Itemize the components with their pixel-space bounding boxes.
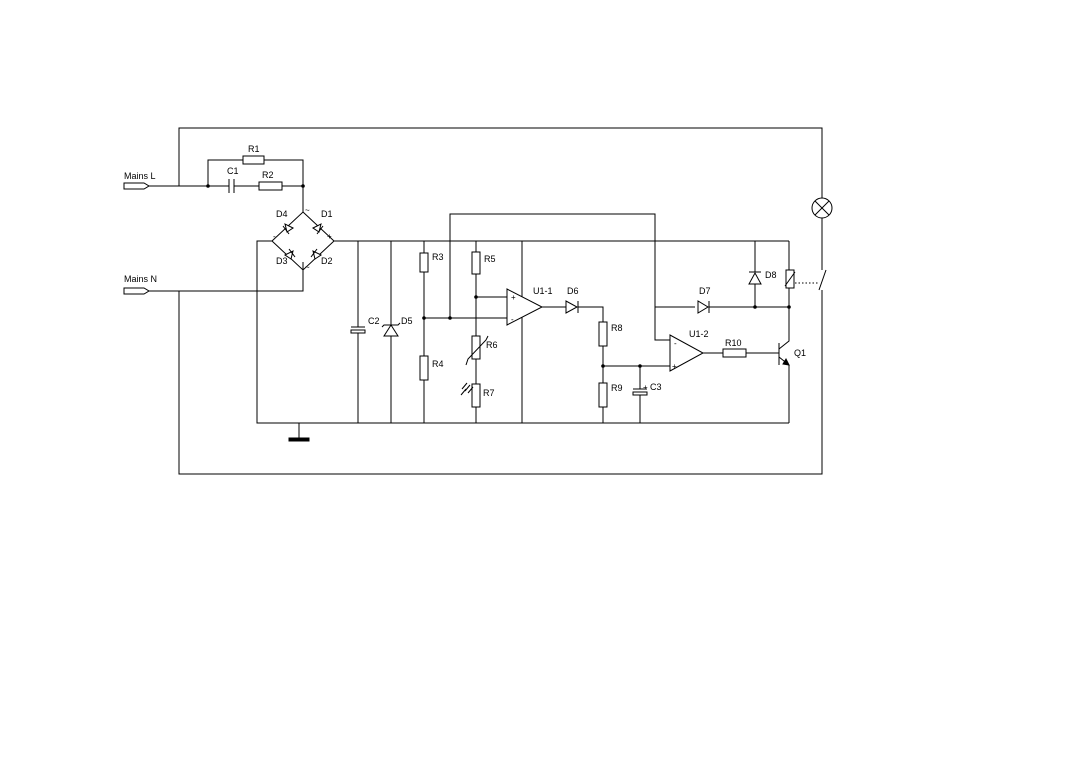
- r4-label: R4: [432, 359, 444, 369]
- u1-1-label: U1-1: [533, 286, 553, 296]
- d4-label: D4: [276, 209, 288, 219]
- r3-label: R3: [432, 252, 444, 262]
- r5-label: R5: [484, 254, 496, 264]
- r9-resistor: [598, 382, 608, 408]
- relay-coil: [785, 269, 795, 289]
- r10-q1-driver: R10 Q1: [722, 307, 806, 423]
- d3-label: D3: [276, 256, 288, 266]
- c2-label: C2: [368, 316, 380, 326]
- r4-resistor: [419, 355, 429, 381]
- mains-l-terminal: Mains L: [123, 171, 156, 190]
- u1-2-plus-mark: +: [672, 362, 677, 371]
- c2-capacitor: C2: [350, 241, 380, 423]
- r2-label: R2: [262, 170, 274, 180]
- r5-resistor: [471, 251, 481, 275]
- junction-dots: [206, 184, 791, 368]
- d2-label: D2: [321, 256, 333, 266]
- r9-label: R9: [611, 383, 623, 393]
- bridge-ac-bottom-mark: ~: [305, 263, 310, 272]
- bridge-minus-mark: -: [273, 232, 276, 241]
- r8-resistor: [598, 321, 608, 347]
- r8-r9-c3-network: R8 R9 + C3: [598, 321, 670, 423]
- mains-n-terminal: Mains N: [123, 274, 157, 295]
- r6-label: R6: [486, 340, 498, 350]
- d1-label: D1: [321, 209, 333, 219]
- u1-2-opamp: - + U1-2: [669, 329, 723, 372]
- c1-label: C1: [227, 166, 239, 176]
- u1-1-minus-mark: -: [511, 315, 514, 324]
- input-dropper-network: R1 C1 R2: [207, 144, 304, 212]
- d5-label: D5: [401, 316, 413, 326]
- d1-diode: [312, 223, 324, 235]
- d6-diode: D6: [565, 286, 604, 322]
- r1-label: R1: [248, 144, 260, 154]
- mains-loop-wiring: [178, 127, 823, 475]
- c3-plus-mark: +: [643, 383, 648, 392]
- r7-light-arrows-icon: [460, 382, 474, 396]
- d3-diode: [284, 248, 296, 260]
- d7-diode: [697, 300, 709, 314]
- r3-resistor: [419, 252, 429, 273]
- mains-l-label: Mains L: [124, 171, 156, 181]
- c3-label: C3: [650, 382, 662, 392]
- ground-symbol: [288, 437, 310, 442]
- relay-section: D7 D8: [655, 241, 827, 314]
- d4-diode: [282, 223, 294, 235]
- d2-diode: [310, 248, 322, 260]
- mains-n-label: Mains N: [124, 274, 157, 284]
- bridge-rectifier: D4 D1 D3 D2 ~ ~ + -: [271, 206, 335, 272]
- r8-label: R8: [611, 323, 623, 333]
- r10-resistor: [722, 348, 747, 358]
- u1-1-plus-mark: +: [511, 293, 516, 302]
- d7-label: D7: [699, 286, 711, 296]
- d6-label: D6: [567, 286, 579, 296]
- relay-contact: [818, 269, 827, 291]
- bridge-plus-mark: +: [327, 232, 332, 241]
- r5-r6-r7-branch: R5 R6 R7: [460, 241, 507, 423]
- r7-label: R7: [483, 388, 495, 398]
- d8-diode: [748, 271, 762, 285]
- u1-2-label: U1-2: [689, 329, 709, 339]
- lamp-icon: [811, 197, 833, 219]
- q1-emitter-arrow-icon: [782, 357, 790, 366]
- q1-label: Q1: [794, 348, 806, 358]
- r2-resistor: [258, 181, 283, 191]
- u1-2-minus-mark: -: [674, 339, 677, 348]
- r10-label: R10: [725, 338, 742, 348]
- hysteresis-feedback-wire: [449, 213, 670, 341]
- r1-resistor: [242, 155, 265, 165]
- r3-r4-divider: R3 R4: [419, 241, 507, 423]
- bridge-ac-top-mark: ~: [305, 206, 310, 215]
- d5-zener-diode: D5: [381, 241, 413, 423]
- u1-1-opamp: + - U1-1: [506, 241, 566, 423]
- d8-label: D8: [765, 270, 777, 280]
- dc-rails: [256, 240, 789, 442]
